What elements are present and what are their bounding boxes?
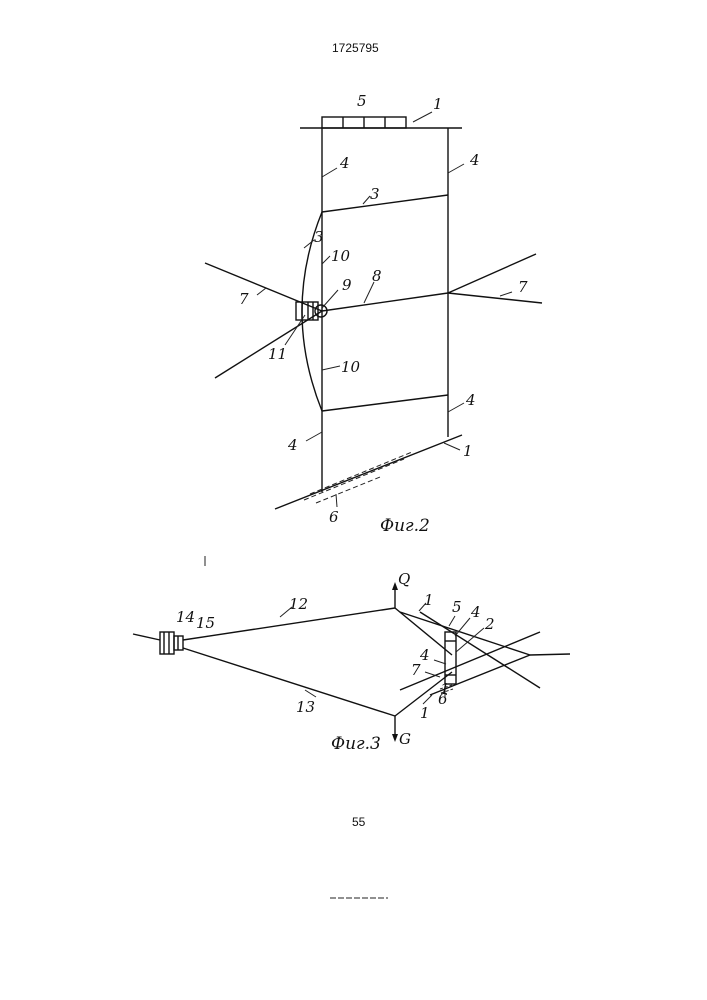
ray-right-lower	[448, 293, 542, 303]
central-line	[322, 293, 448, 311]
figure-3: 14 15 12 Q 1 5 4 2 4 7 13 6 1 1 G Фиг.3	[133, 570, 570, 754]
figure-3-caption: Фиг.3	[331, 734, 381, 754]
label-3-face: 3	[314, 228, 324, 246]
label-1-upper: 1	[424, 591, 434, 609]
page-number: 55	[352, 815, 366, 829]
label-10-lower: 10	[341, 358, 361, 376]
label-15: 15	[196, 614, 215, 632]
label-5: 5	[357, 92, 367, 110]
label-2: 2	[484, 615, 495, 633]
label-4-lower-right: 4	[465, 391, 476, 409]
label-5: 5	[452, 598, 462, 616]
figure-2-caption: Фиг.2	[380, 516, 430, 536]
label-7: 7	[411, 661, 421, 679]
label-1-lower: 1	[420, 704, 430, 722]
label-4-upper: 4	[470, 603, 481, 621]
label-11: 11	[268, 345, 287, 363]
label-1-small: 1	[440, 680, 450, 698]
label-12: 12	[289, 595, 308, 613]
patent-number: 1725795	[332, 41, 379, 55]
label-4-lower-left: 4	[287, 436, 298, 454]
label-1-bottom: 1	[463, 442, 473, 460]
label-1-top: 1	[433, 95, 443, 113]
lower-layer-boundary	[322, 395, 448, 411]
label-q: Q	[398, 570, 410, 588]
label-13: 13	[296, 698, 315, 716]
label-7-right: 7	[518, 278, 528, 296]
source-unit-14	[160, 632, 174, 654]
label-8: 8	[372, 267, 382, 285]
label-4-upper-right: 4	[469, 151, 480, 169]
ray-13	[183, 648, 395, 716]
label-g: G	[399, 730, 411, 748]
upper-layer-boundary	[322, 195, 448, 212]
baseline-left	[133, 634, 160, 640]
ray-left-upper	[205, 263, 322, 311]
baseline-right	[530, 654, 570, 655]
label-9: 9	[342, 276, 352, 294]
label-4-upper-left: 4	[339, 154, 350, 172]
label-6: 6	[329, 508, 339, 526]
surface-line-bottom	[275, 435, 462, 509]
label-7-left: 7	[239, 290, 249, 308]
label-3-boundary: 3	[370, 185, 380, 203]
figure-2: 5 1 4 4 3 3 10 7 9 8 7 11 10 4 4 1 6 Фиг…	[205, 92, 542, 536]
label-14: 14	[176, 608, 195, 626]
label-4-middle: 4	[419, 646, 430, 664]
label-10-upper: 10	[331, 247, 351, 265]
